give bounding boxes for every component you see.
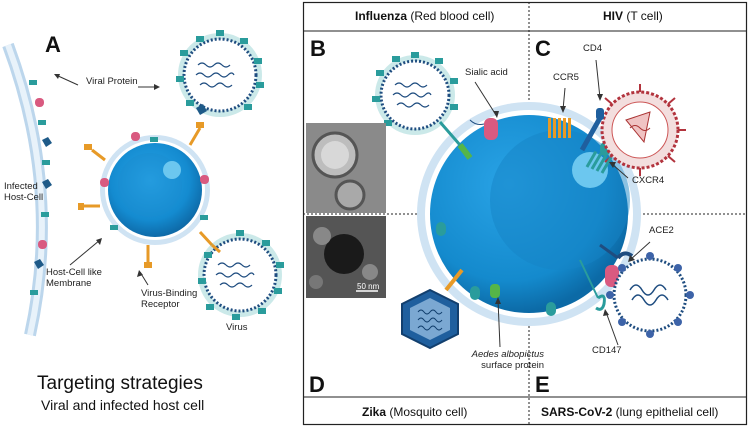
- infected-cell-viral-proteins: [29, 80, 52, 295]
- header-hiv-bold: HIV: [603, 9, 624, 23]
- panel-letter-c: C: [535, 36, 551, 61]
- header-influenza-rest: (Red blood cell): [407, 9, 495, 23]
- label-scale-bar: 50 nm: [357, 282, 380, 291]
- label-virus-binding-receptor: Virus-Binding Receptor: [141, 288, 198, 311]
- label-receptor-line1: Virus-Binding: [141, 288, 198, 299]
- label-membrane-line1: Host-Cell like: [46, 267, 102, 278]
- virus-top: [176, 30, 264, 117]
- label-sialic-acid: Sialic acid: [465, 67, 508, 78]
- panel-letter-e: E: [535, 372, 550, 397]
- label-aedes-line1: Aedes albopictus: [471, 349, 544, 360]
- panel-letter-b: B: [310, 36, 326, 61]
- header-sars-rest: (lung epithelial cell): [612, 405, 719, 419]
- label-cxcr4: CXCR4: [632, 175, 665, 186]
- em-image-influenza: [306, 123, 386, 213]
- header-hiv: HIV (T cell): [603, 9, 663, 23]
- label-cd147: CD147: [592, 345, 622, 356]
- label-receptor-line2: Receptor: [141, 298, 180, 310]
- label-membrane-line2: Membrane: [46, 277, 92, 289]
- header-hiv-rest: (T cell): [623, 9, 663, 23]
- virus-bottom: [198, 230, 284, 320]
- header-sars: SARS-CoV-2 (lung epithelial cell): [541, 405, 718, 419]
- label-ccr5: CCR5: [553, 72, 579, 83]
- label-aedes: Aedes albopictus surface protein: [450, 349, 544, 372]
- label-ace2: ACE2: [649, 225, 674, 236]
- header-influenza-bold: Influenza: [355, 9, 408, 23]
- panel-letter-a: A: [45, 32, 61, 57]
- zika-virus: [401, 268, 500, 350]
- central-cell: [417, 102, 641, 326]
- panel-a-graphics: [2, 30, 284, 337]
- label-infected-line1: Infected: [4, 181, 38, 192]
- header-zika-rest: (Mosquito cell): [386, 405, 468, 419]
- sars-cov-2-virus: [579, 243, 694, 338]
- header-zika: Zika (Mosquito cell): [362, 405, 467, 419]
- label-infected-host-cell: Infected Host-Cell: [4, 181, 44, 204]
- header-sars-bold: SARS-CoV-2: [541, 405, 613, 419]
- panel-letter-d: D: [309, 372, 325, 397]
- header-influenza: Influenza (Red blood cell): [355, 9, 494, 23]
- figure-subtitle: Viral and infected host cell: [41, 397, 205, 413]
- label-aedes-line2: surface protein: [481, 359, 544, 371]
- figure-title: Targeting strategies: [37, 373, 203, 394]
- influenza-virus: [372, 52, 485, 160]
- hiv-virus: [548, 84, 686, 176]
- em-image-zika: [306, 216, 386, 298]
- label-host-cell-membrane: Host-Cell like Membrane: [46, 267, 102, 290]
- label-virus: Virus: [226, 322, 248, 333]
- header-zika-bold: Zika: [362, 405, 387, 419]
- host-cell-like-particle: [78, 122, 214, 268]
- label-cd4: CD4: [583, 43, 603, 54]
- label-viral-protein: Viral Protein: [86, 76, 138, 87]
- label-infected-line2: Host-Cell: [4, 191, 44, 203]
